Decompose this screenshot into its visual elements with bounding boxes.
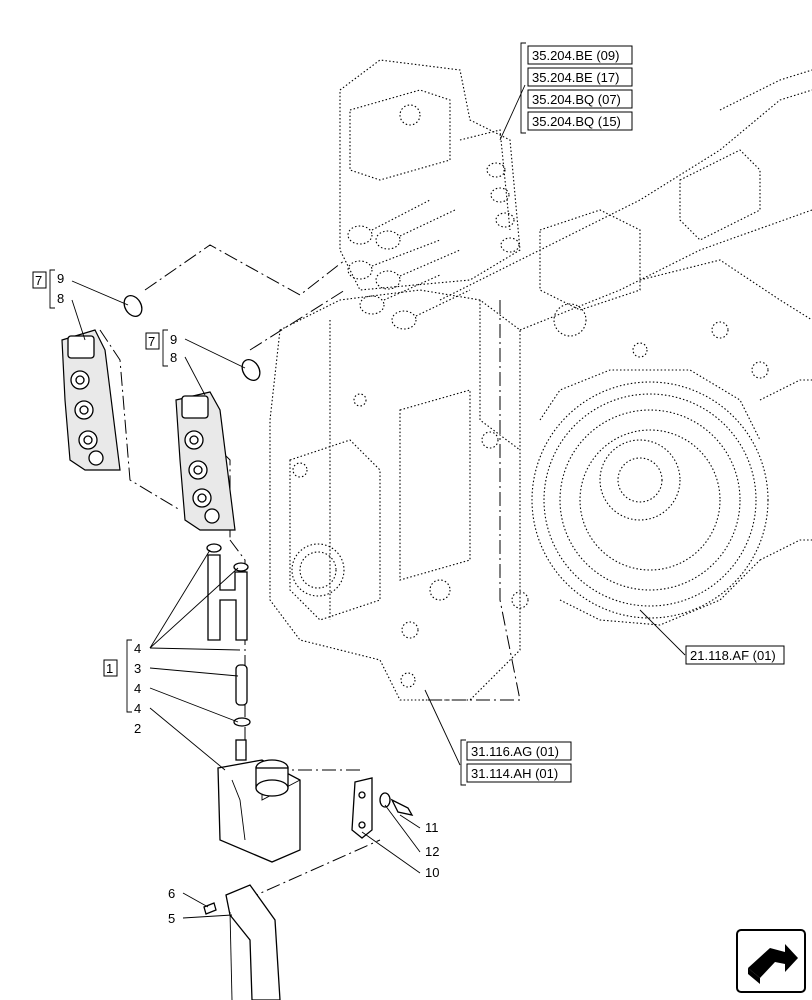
callout-9-upper: 9	[57, 271, 64, 286]
control-valve-block	[339, 59, 521, 330]
callout-10: 10	[425, 865, 439, 880]
group-7-label-lower: 7	[148, 334, 155, 349]
group-1-box[interactable]	[103, 659, 118, 677]
ref-box-2[interactable]	[527, 67, 633, 87]
next-page-arrow-icon[interactable]	[736, 929, 806, 993]
transmission-housing	[269, 69, 812, 701]
callout-11: 11	[425, 820, 439, 835]
ref-flywheel: 21.118.AF (01)	[690, 648, 776, 663]
callout-3-a: 3	[134, 661, 141, 676]
ref-housing-1: 31.116.AG (01)	[471, 744, 559, 759]
callout-9-lower: 9	[170, 332, 177, 347]
quick-coupler-block-left	[61, 329, 121, 471]
ref-valve-4: 35.204.BQ (15)	[532, 114, 621, 129]
ref-valve-1: 35.204.BE (09)	[532, 48, 619, 63]
ref-box-flywheel[interactable]	[685, 645, 785, 665]
protective-guard	[203, 884, 281, 1000]
quick-coupler-block-right	[175, 391, 236, 531]
o-ring-lower	[241, 359, 261, 381]
leader-lines	[71, 84, 686, 919]
group-7-label-upper: 7	[35, 273, 42, 288]
ref-valve-3: 35.204.BQ (07)	[532, 92, 621, 107]
ref-box-3[interactable]	[527, 89, 633, 109]
housing-reference-list: 31.116.AG (01) 31.114.AH (01)	[466, 741, 572, 783]
callout-4-a: 4	[134, 641, 141, 656]
group-7-box-upper[interactable]	[32, 271, 47, 289]
ref-box-housing-1[interactable]	[466, 741, 572, 761]
group-7-box-lower[interactable]	[145, 332, 160, 350]
callout-6: 6	[168, 886, 175, 901]
valve-reference-list: 35.204.BE (09) 35.204.BE (17) 35.204.BQ …	[527, 45, 633, 131]
valve-spools	[347, 162, 520, 330]
callout-4-c: 4	[134, 701, 141, 716]
ref-housing-2: 31.114.AH (01)	[471, 766, 558, 781]
callout-2: 2	[134, 721, 141, 736]
callout-8-upper: 8	[57, 291, 64, 306]
group-1-label: 1	[106, 661, 113, 676]
flywheel-housing	[531, 369, 812, 626]
ref-valve-2: 35.204.BE (17)	[532, 70, 619, 85]
drain-container	[217, 759, 301, 863]
callout-5: 5	[168, 911, 175, 926]
mounting-bracket	[351, 777, 414, 839]
ref-box-4[interactable]	[527, 111, 633, 131]
ref-box-1[interactable]	[527, 45, 633, 65]
ref-box-housing-2[interactable]	[466, 763, 572, 783]
callout-8-lower: 8	[170, 350, 177, 365]
o-ring-upper	[123, 295, 143, 317]
callout-12: 12	[425, 844, 439, 859]
callout-brackets	[49, 42, 526, 786]
drain-hose-assembly	[206, 543, 251, 761]
callout-4-b: 4	[134, 681, 141, 696]
